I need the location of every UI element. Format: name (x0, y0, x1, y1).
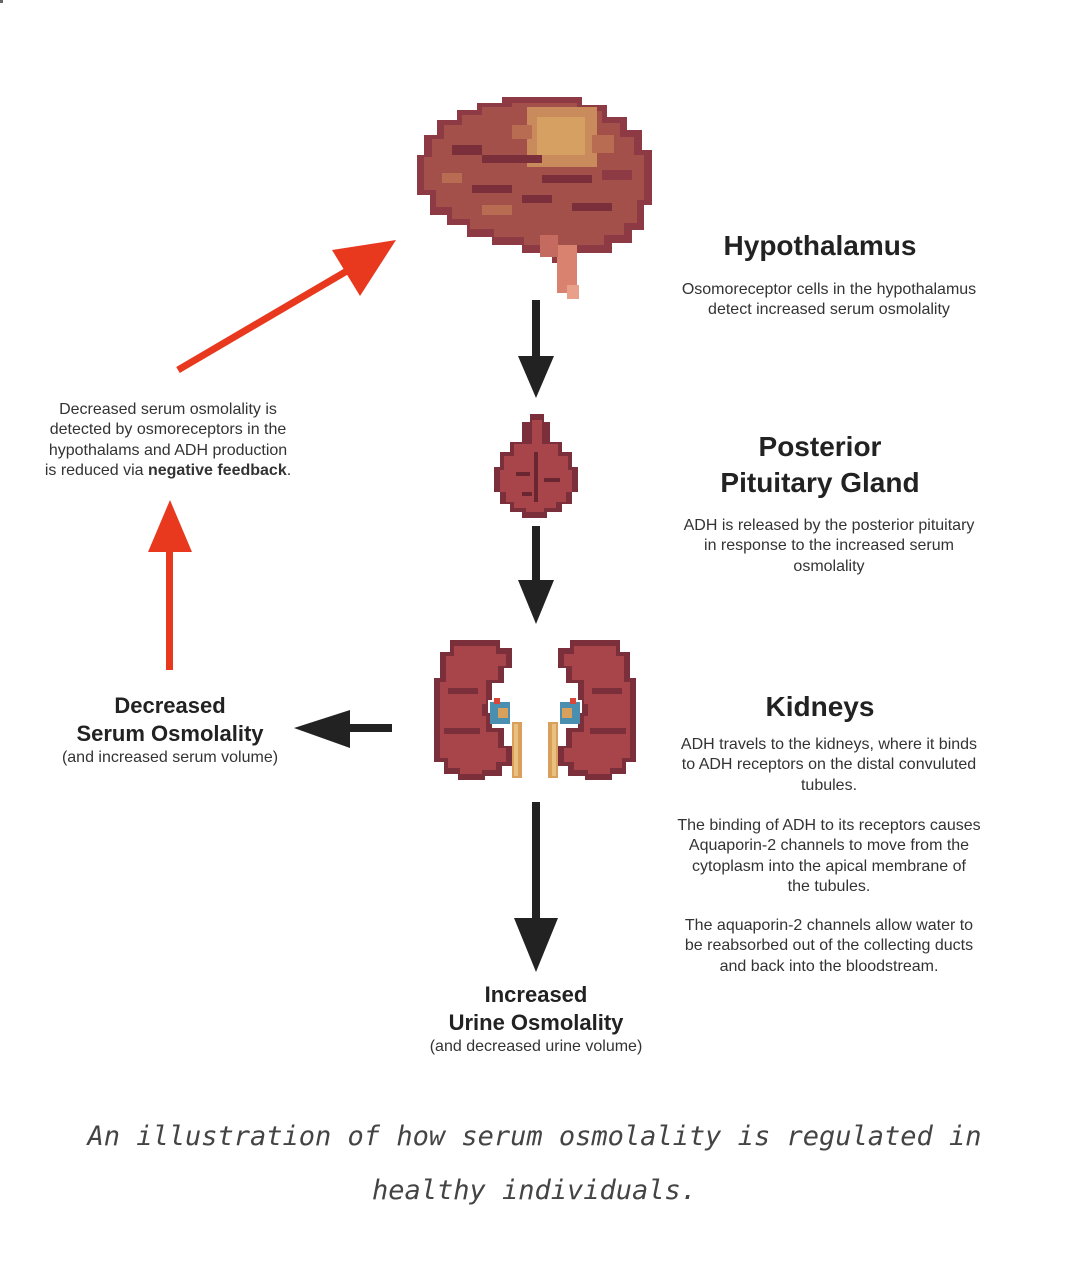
kidneys-paragraph-3: The aquaporin-2 channels allow water to … (684, 917, 974, 975)
arrow-brain-to-pituitary (518, 300, 554, 398)
kidneys-title: Kidneys (765, 691, 875, 722)
negative-feedback-term: negative feedback (147, 461, 287, 479)
feedback-arrow-to-brain (176, 240, 396, 374)
brain-icon (417, 97, 652, 299)
arrow-kidneys-to-serum (294, 710, 392, 748)
hypothalamus-description: Osomoreceptor cells in the hypothalamus … (681, 281, 977, 319)
urine-osmolality-label: Increased Urine Osmolality (and decrease… (429, 982, 643, 1055)
kidney-left-icon (434, 640, 522, 780)
kidneys-paragraph-1: ADH travels to the kidneys, where it bin… (680, 736, 978, 794)
arrow-kidneys-to-urine (514, 802, 558, 972)
pituitary-gland-icon (494, 414, 578, 518)
hypothalamus-title: Hypothalamus (723, 230, 917, 261)
pituitary-description: ADH is released by the posterior pituita… (683, 517, 975, 575)
corner-mark (0, 0, 3, 3)
serum-osmolality-label: Decreased Serum Osmolality (and increase… (61, 693, 279, 766)
feedback-arrow-up (148, 500, 192, 670)
negative-feedback-text: Decreased serum osmolality is detected b… (44, 401, 292, 479)
figure-caption: An illustration of how serum osmolality … (87, 1121, 982, 1206)
arrow-pituitary-to-kidneys (518, 526, 554, 624)
kidney-right-icon (548, 640, 636, 780)
pituitary-title: Posterior Pituitary Gland (720, 431, 920, 498)
kidneys-paragraph-2: The binding of ADH to its receptors caus… (677, 817, 981, 895)
